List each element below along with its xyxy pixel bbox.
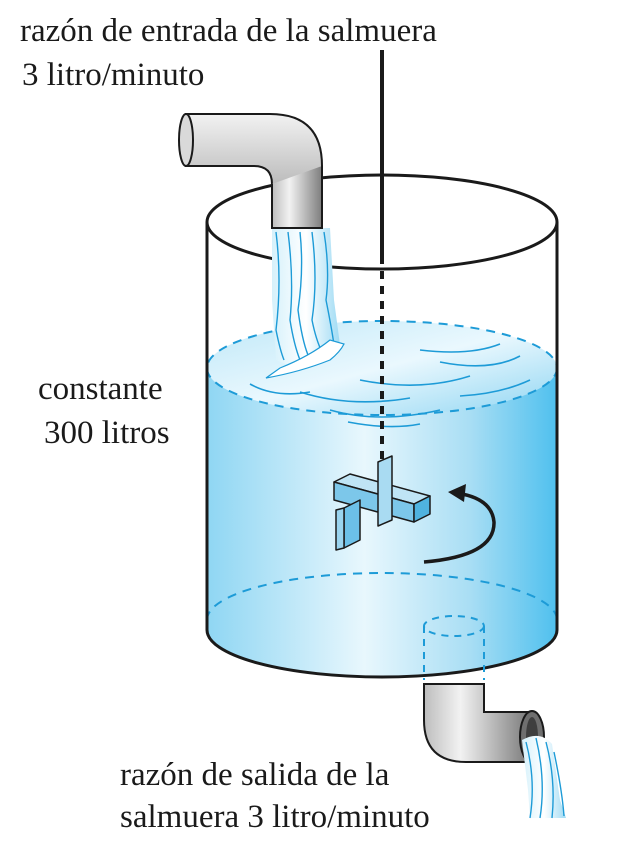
tank-volume-label: constante: [38, 371, 163, 407]
inflow-rate: 3 litro/minuto: [22, 57, 205, 93]
tank-volume-value: 300 litros: [44, 415, 170, 451]
outflow-label-line2: salmuera 3 litro/minuto: [120, 799, 430, 835]
surface-ripples: [249, 343, 531, 428]
outflow-label-line1: razón de salida de la: [120, 757, 390, 793]
inlet-pipe: [178, 113, 323, 229]
outlet-stream: [522, 735, 566, 819]
agitator-paddle: [333, 455, 431, 551]
outlet-inner-dashed: [423, 615, 485, 680]
inlet-stream: [265, 228, 345, 379]
rotation-arrow-icon: [423, 484, 496, 564]
inflow-label: razón de entrada de la salmuera: [20, 13, 437, 49]
